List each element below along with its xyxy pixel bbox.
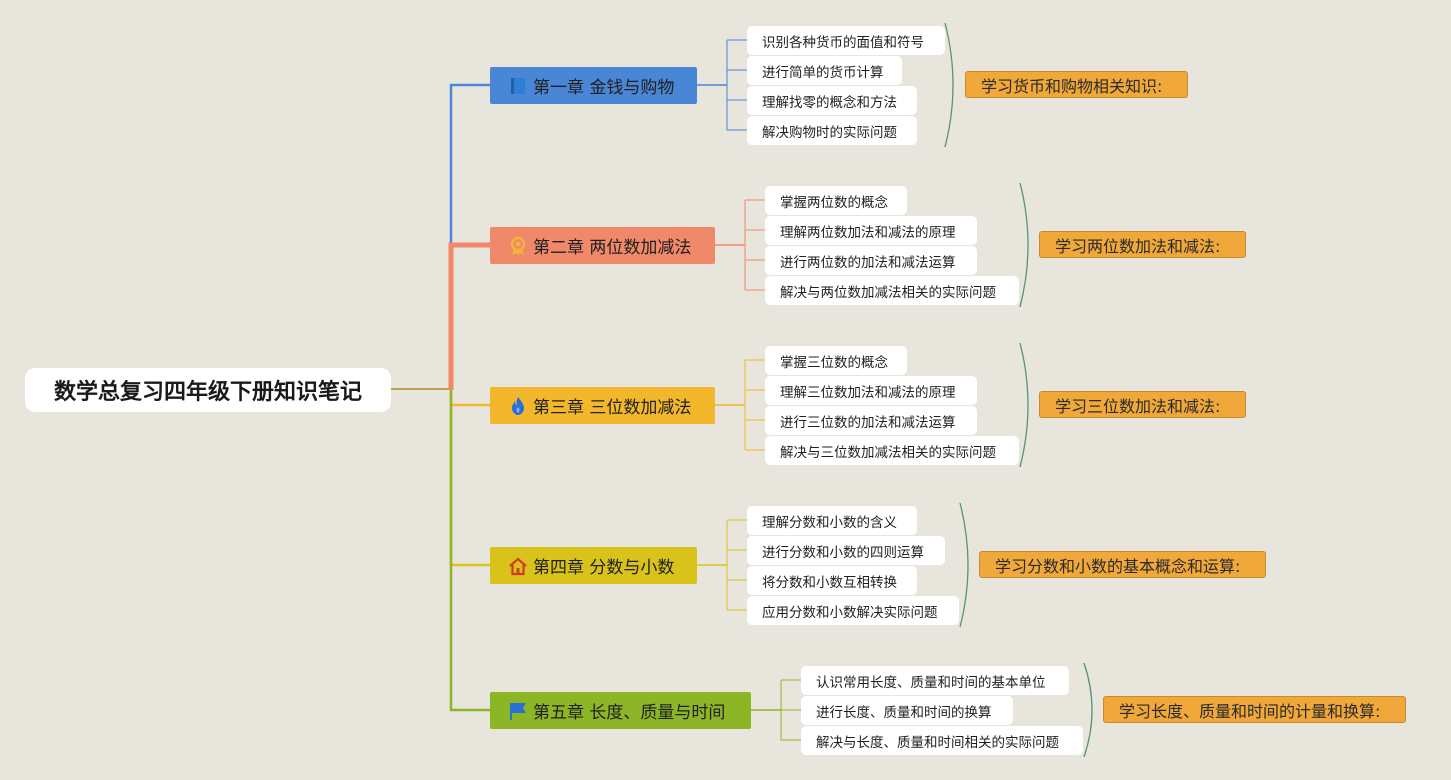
topic-item[interactable]: 理解三位数加法和减法的原理 bbox=[765, 376, 977, 405]
chapter-link-line bbox=[449, 390, 490, 407]
topic-item[interactable]: 进行分数和小数的四则运算 bbox=[747, 536, 945, 565]
topic-item[interactable]: 理解两位数加法和减法的原理 bbox=[765, 216, 977, 245]
topic-item[interactable]: 应用分数和小数解决实际问题 bbox=[747, 596, 959, 625]
topic-item-label: 理解找零的概念和方法 bbox=[762, 94, 897, 111]
root-title: 数学总复习四年级下册知识笔记 bbox=[53, 380, 362, 405]
summary-bracket bbox=[1019, 342, 1029, 468]
root-node[interactable]: 数学总复习四年级下册知识笔记 bbox=[25, 368, 391, 412]
topic-item[interactable]: 解决与三位数加减法相关的实际问题 bbox=[765, 436, 1019, 465]
topic-item-label: 将分数和小数互相转换 bbox=[762, 574, 897, 591]
topic-item-label: 掌握两位数的概念 bbox=[780, 194, 888, 211]
topic-item-label: 进行两位数的加法和减法运算 bbox=[780, 254, 956, 271]
flame-icon bbox=[507, 395, 529, 417]
topic-item[interactable]: 认识常用长度、质量和时间的基本单位 bbox=[801, 666, 1069, 695]
topic-item-label: 进行长度、质量和时间的换算 bbox=[816, 704, 992, 721]
topic-item[interactable]: 解决与两位数加减法相关的实际问题 bbox=[765, 276, 1019, 305]
summary-node[interactable]: 学习货币和购物相关知识: bbox=[965, 71, 1188, 98]
chapter-link-line bbox=[449, 83, 490, 390]
topic-item[interactable]: 解决购物时的实际问题 bbox=[747, 116, 917, 145]
chapter-title: 第一章 金钱与购物 bbox=[533, 78, 675, 98]
topic-item-label: 解决与三位数加减法相关的实际问题 bbox=[780, 444, 996, 461]
chapter-link-line bbox=[448, 242, 490, 390]
topic-item[interactable]: 解决与长度、质量和时间相关的实际问题 bbox=[801, 726, 1083, 755]
home-icon bbox=[507, 555, 529, 577]
topic-item-label: 进行分数和小数的四则运算 bbox=[762, 544, 924, 561]
topic-item-label: 掌握三位数的概念 bbox=[780, 354, 888, 371]
summary-label: 学习两位数加法和减法: bbox=[1055, 236, 1221, 256]
chapter-node[interactable]: 第一章 金钱与购物 bbox=[490, 67, 697, 104]
topic-item-label: 认识常用长度、质量和时间的基本单位 bbox=[816, 674, 1046, 691]
chapter-link-line bbox=[449, 390, 490, 712]
topic-item[interactable]: 理解找零的概念和方法 bbox=[747, 86, 917, 115]
summary-bracket bbox=[1019, 182, 1029, 308]
topic-item[interactable]: 进行两位数的加法和减法运算 bbox=[765, 246, 977, 275]
summary-node[interactable]: 学习分数和小数的基本概念和运算: bbox=[979, 551, 1266, 578]
topic-item[interactable]: 掌握两位数的概念 bbox=[765, 186, 907, 215]
topic-item-label: 进行三位数的加法和减法运算 bbox=[780, 414, 956, 431]
topic-item-label: 理解两位数加法和减法的原理 bbox=[780, 224, 956, 241]
topic-item-label: 进行简单的货币计算 bbox=[762, 64, 884, 81]
summary-label: 学习分数和小数的基本概念和运算: bbox=[995, 556, 1241, 576]
chapter-title: 第二章 两位数加减法 bbox=[533, 238, 692, 258]
topic-item[interactable]: 掌握三位数的概念 bbox=[765, 346, 907, 375]
topic-item-label: 识别各种货币的面值和符号 bbox=[762, 34, 924, 51]
chapter-node[interactable]: 第五章 长度、质量与时间 bbox=[490, 692, 751, 729]
flag-icon bbox=[507, 700, 529, 722]
topic-item[interactable]: 进行长度、质量和时间的换算 bbox=[801, 696, 1013, 725]
chapter-link-line bbox=[449, 390, 490, 567]
chapter-title: 第三章 三位数加减法 bbox=[533, 398, 692, 418]
chapter-node[interactable]: 第二章 两位数加减法 bbox=[490, 227, 715, 264]
topic-item-label: 解决购物时的实际问题 bbox=[762, 124, 897, 141]
topic-item-label: 解决与长度、质量和时间相关的实际问题 bbox=[816, 734, 1059, 751]
summary-node[interactable]: 学习长度、质量和时间的计量和换算: bbox=[1103, 696, 1406, 723]
summary-node[interactable]: 学习两位数加法和减法: bbox=[1039, 231, 1246, 258]
topic-item[interactable]: 将分数和小数互相转换 bbox=[747, 566, 917, 595]
topic-item-label: 理解三位数加法和减法的原理 bbox=[780, 384, 956, 401]
summary-label: 学习三位数加法和减法: bbox=[1055, 396, 1221, 416]
chapter-title: 第五章 长度、质量与时间 bbox=[533, 703, 726, 723]
topic-item[interactable]: 理解分数和小数的含义 bbox=[747, 506, 917, 535]
summary-bracket bbox=[959, 502, 969, 628]
chapter-node[interactable]: 第四章 分数与小数 bbox=[490, 547, 697, 584]
award-icon bbox=[507, 235, 529, 257]
chapter-title: 第四章 分数与小数 bbox=[533, 558, 675, 578]
summary-label: 学习货币和购物相关知识: bbox=[981, 76, 1163, 96]
summary-bracket bbox=[1083, 662, 1093, 758]
topic-item[interactable]: 进行简单的货币计算 bbox=[747, 56, 902, 85]
summary-node[interactable]: 学习三位数加法和减法: bbox=[1039, 391, 1246, 418]
topic-item-label: 应用分数和小数解决实际问题 bbox=[762, 604, 938, 621]
bookmark-icon bbox=[507, 75, 529, 97]
summary-label: 学习长度、质量和时间的计量和换算: bbox=[1119, 701, 1381, 721]
topic-item-label: 解决与两位数加减法相关的实际问题 bbox=[780, 284, 996, 301]
topic-item[interactable]: 识别各种货币的面值和符号 bbox=[747, 26, 945, 55]
topic-item[interactable]: 进行三位数的加法和减法运算 bbox=[765, 406, 977, 435]
summary-bracket bbox=[944, 22, 954, 148]
topic-item-label: 理解分数和小数的含义 bbox=[762, 514, 897, 531]
chapter-node[interactable]: 第三章 三位数加减法 bbox=[490, 387, 715, 424]
